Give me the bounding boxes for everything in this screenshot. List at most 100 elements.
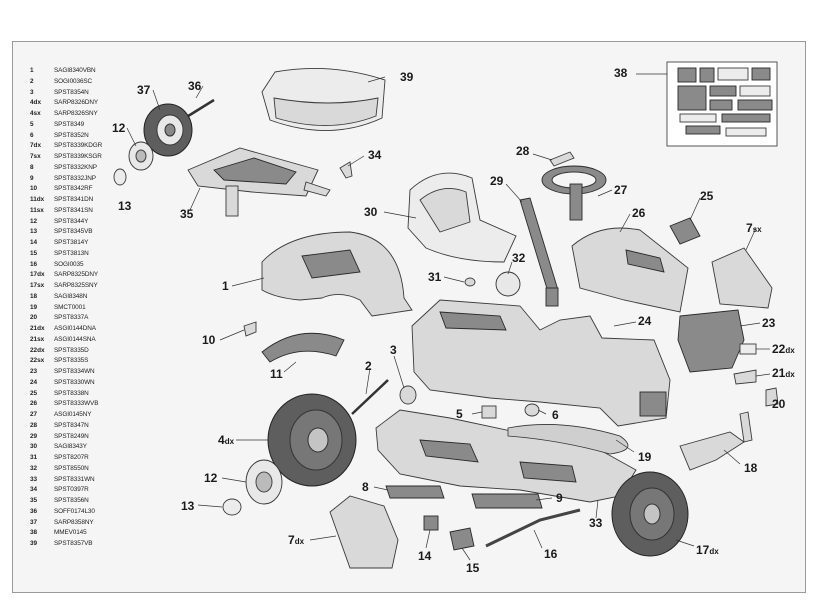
callout-35: 35 <box>180 207 194 221</box>
part-25-grille-cap <box>669 217 701 245</box>
part-code: SPST8207R <box>54 454 89 461</box>
part-code: SOFF0174L30 <box>54 507 95 515</box>
part-23-battery-box <box>677 309 745 373</box>
part-number: 25 <box>30 389 38 397</box>
parts-list-row: 36 SOFF0174L30 <box>30 507 150 518</box>
part-26-hood <box>571 227 689 313</box>
part-number: 20 <box>30 314 38 322</box>
parts-list-row: 38 MMEV0145 <box>30 528 150 539</box>
part-code: SPST8342RF <box>54 185 93 193</box>
part-code: ASGI0144DNA <box>54 325 96 332</box>
part-code: ASGI0144SNA <box>54 335 96 343</box>
callout-21dx: 21dx <box>772 366 795 380</box>
part-number: 6 <box>30 131 34 139</box>
part-number: 4dx <box>30 99 42 107</box>
part-number: 5 <box>30 120 34 128</box>
part-code: SPST8339KSGR <box>54 153 102 160</box>
part-27-steering-wheel <box>541 165 607 221</box>
part-16-tie-rod <box>485 508 581 548</box>
part-24-main-body <box>411 299 671 427</box>
part-code: SAGI8343Y <box>54 443 87 451</box>
callout-9: 9 <box>556 491 563 505</box>
callout-34: 34 <box>368 148 382 162</box>
part-code: SARP8325SNY <box>54 282 98 289</box>
part-31-nut <box>464 277 476 287</box>
parts-list-row: 27 ASGI0145NY <box>30 410 150 421</box>
part-28-clip <box>549 151 575 167</box>
part-number: 29 <box>30 432 38 440</box>
part-22dx-bracket <box>739 343 757 355</box>
part-code: SPST8344Y <box>54 217 89 225</box>
part-19-belt <box>507 424 629 455</box>
part-6-button <box>524 403 540 417</box>
callout-31: 31 <box>428 270 442 284</box>
part-number: 19 <box>30 303 38 311</box>
callout-16: 16 <box>544 547 558 561</box>
part-code: SARP8325DNY <box>54 271 99 279</box>
part-code: SAGI8340VBN <box>54 67 96 74</box>
parts-list-row: 7sx SPST8339KSGR <box>30 152 150 163</box>
part-3-gear <box>399 385 417 405</box>
part-number: 16 <box>30 260 38 268</box>
part-number: 33 <box>30 475 38 483</box>
part-code: ASGI0145NY <box>54 411 92 418</box>
part-number: 17sx <box>30 282 45 289</box>
callout-12-rear: 12 <box>112 121 126 135</box>
part-39-trailer-tub <box>261 67 386 131</box>
callout-28: 28 <box>516 144 530 158</box>
part-code: SPST8337A <box>54 314 89 322</box>
callout-27: 27 <box>614 183 628 197</box>
part-number: 32 <box>30 464 38 472</box>
callout-25: 25 <box>700 189 714 203</box>
part-30-seat <box>407 172 517 263</box>
part-code: MMEV0145 <box>54 529 87 537</box>
part-number: 7sx <box>30 153 41 160</box>
callout-3: 3 <box>390 343 397 357</box>
callout-13-rear: 13 <box>118 199 132 213</box>
callout-19: 19 <box>638 450 652 464</box>
callout-1: 1 <box>222 279 229 293</box>
part-12-hubcap-rear <box>128 141 154 171</box>
callout-38: 38 <box>614 66 628 80</box>
callout-30: 30 <box>364 205 378 219</box>
part-number: 31 <box>30 454 38 461</box>
part-8-pedal-plate <box>385 485 445 499</box>
part-35-trailer-frame <box>187 147 331 217</box>
parts-list-row: 31 SPST8207R <box>30 453 150 464</box>
part-code: SPST3813N <box>54 249 89 257</box>
part-code: SPST8354N <box>54 88 89 96</box>
callout-11: 11 <box>270 367 283 381</box>
part-7sx-side-panel <box>711 247 773 309</box>
part-number: 21sx <box>30 335 45 343</box>
part-code: SPST8249N <box>54 432 89 440</box>
part-number: 36 <box>30 507 38 515</box>
callout-2: 2 <box>365 359 372 373</box>
part-code: SPST8339KDGR <box>54 142 103 150</box>
callout-32: 32 <box>512 251 526 265</box>
part-code: SPST8330WN <box>54 378 95 386</box>
part-33-chassis <box>375 409 637 503</box>
part-number: 38 <box>30 529 38 537</box>
callout-4dx: 4dx <box>218 433 235 447</box>
part-code: SPST8341DN <box>54 196 94 203</box>
part-21dx-clip <box>733 369 757 385</box>
part-number: 22dx <box>30 346 45 354</box>
part-number: 27 <box>30 411 38 418</box>
part-number: 37 <box>30 518 38 526</box>
part-number: 11sx <box>30 206 44 214</box>
part-code: SAGI8348N <box>54 292 88 300</box>
